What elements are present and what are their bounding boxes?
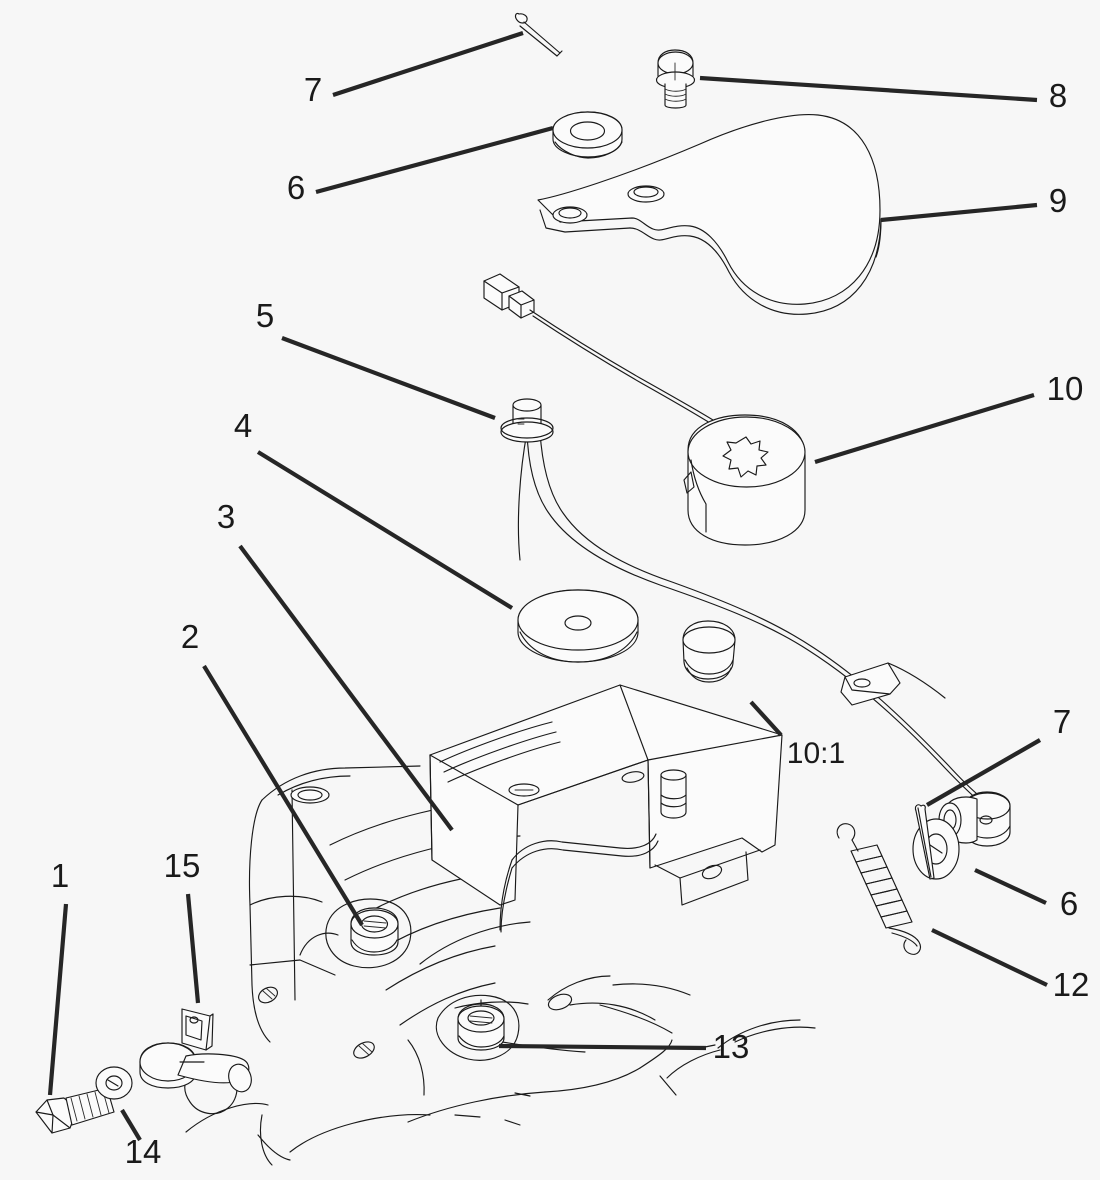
part-10-1-grommet	[682, 620, 736, 683]
leader-line-9	[880, 202, 1038, 223]
callout-label-4: 4	[234, 407, 252, 444]
part-9-cover-plate	[537, 113, 882, 315]
leader-line-1	[47, 903, 69, 1096]
electrical-connector	[483, 273, 716, 427]
part-13-flange-nut	[435, 994, 520, 1061]
part-15-sensor-bracket	[139, 1008, 252, 1093]
callout-label-3: 3	[217, 498, 235, 535]
leader-line-6	[974, 868, 1047, 905]
leader-line-3	[238, 544, 454, 832]
part-1-hex-bolt	[35, 1087, 115, 1134]
callout-label-2: 2	[181, 618, 199, 655]
leader-line-2	[202, 664, 364, 927]
part-2-bolt-in-boss	[350, 907, 399, 956]
part-6-flat-washer-top	[552, 111, 623, 159]
callout-label-6: 6	[287, 169, 305, 206]
leader-line-8	[699, 75, 1038, 103]
part-4-large-washer	[517, 589, 639, 663]
part-12-extension-spring	[836, 823, 921, 955]
linkage-control-rod	[499, 431, 999, 933]
part-3-mount-bracket	[429, 684, 783, 906]
callout-label-1: 1	[51, 857, 69, 894]
leader-line-4	[256, 450, 514, 610]
spring-anchor-bracket	[840, 662, 946, 706]
callout-label-10: 10	[1047, 370, 1084, 407]
callout-label-6: 6	[1060, 885, 1078, 922]
leader-line-7	[925, 738, 1042, 807]
leader-line-13	[498, 1043, 707, 1051]
callout-label-5: 5	[256, 297, 274, 334]
leader-line-15	[185, 893, 201, 1004]
callout-label-13: 13	[713, 1028, 750, 1065]
callout-leader-lines	[47, 31, 1048, 1142]
leader-line-10-1	[749, 700, 783, 737]
callout-label-8: 8	[1049, 77, 1067, 114]
callout-label-9: 9	[1049, 182, 1067, 219]
leader-line-14	[120, 1108, 142, 1142]
spring-coils	[850, 844, 913, 929]
part-8-flange-bolt	[655, 49, 696, 109]
part-5-pivot-bushing	[500, 398, 554, 443]
callout-label-12: 12	[1053, 966, 1090, 1003]
leader-line-5	[281, 336, 496, 420]
leader-line-6	[315, 125, 554, 195]
engine-block-outline	[184, 765, 816, 1166]
part-10-splined-hub	[683, 414, 806, 546]
leader-line-10	[814, 392, 1035, 465]
callout-label-15: 15	[164, 847, 201, 884]
leader-line-12	[931, 928, 1048, 987]
callout-label-7: 7	[304, 71, 322, 108]
callout-label-14: 14	[125, 1133, 162, 1170]
part-14-small-washer	[95, 1066, 133, 1100]
part-7-cotter-pin-top	[514, 12, 563, 57]
callout-label-10-1: 10:1	[787, 737, 845, 770]
leader-line-7	[332, 31, 524, 97]
callout-label-7: 7	[1053, 703, 1071, 740]
part-7-cotter-pin-right	[914, 804, 935, 880]
